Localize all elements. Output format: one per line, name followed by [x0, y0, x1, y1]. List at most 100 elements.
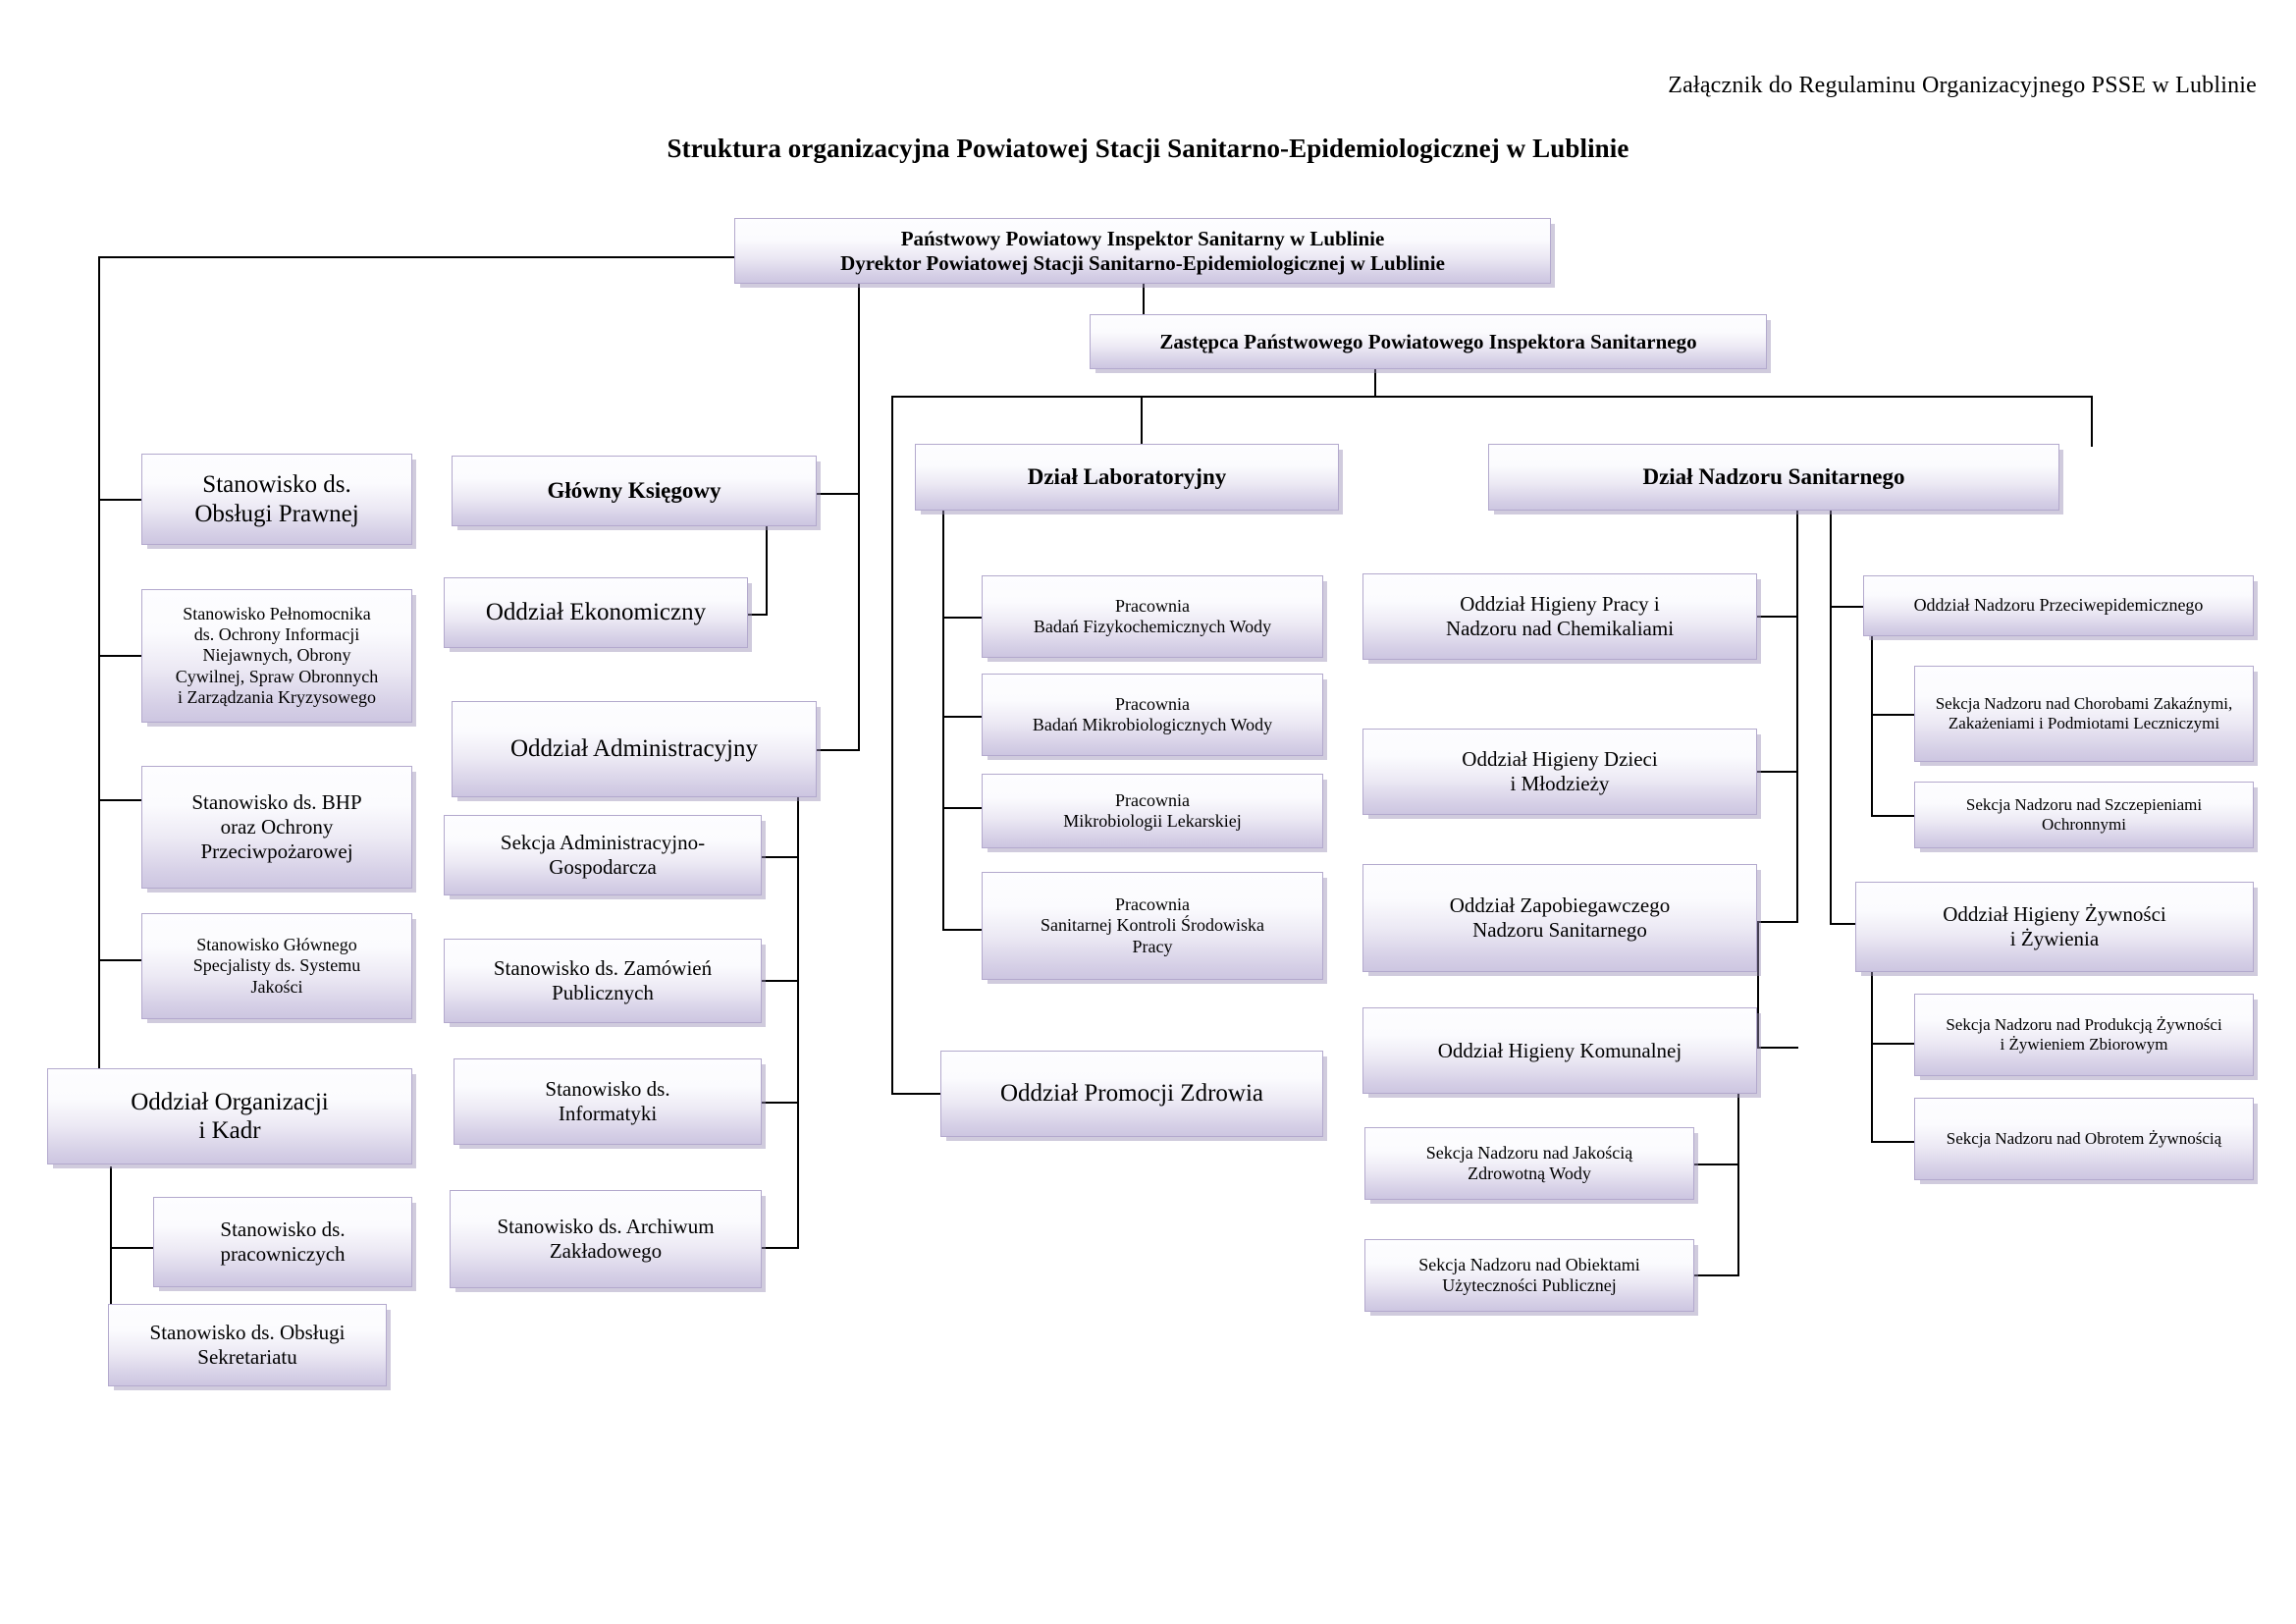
- connector-communal-to-publicfacilities: [1694, 1274, 1739, 1276]
- node-water-quality-section[interactable]: Sekcja Nadzoru nad Jakością Zdrowotną Wo…: [1364, 1127, 1694, 1200]
- connector-sanitary-to-foodhygiene: [1830, 923, 1863, 925]
- node-work-hygiene-label: Oddział Higieny Pracy i Nadzoru nad Chem…: [1445, 592, 1675, 640]
- connector-food-children-v: [1871, 972, 1873, 1141]
- node-work-hygiene[interactable]: Oddział Higieny Pracy i Nadzoru nad Chem…: [1362, 573, 1757, 660]
- node-lab-micro-water-label: Pracownia Badań Mikrobiologicznych Wody: [1032, 693, 1273, 734]
- node-public-facilities-section-label: Sekcja Nadzoru nad Obiektami Użytecznośc…: [1418, 1254, 1640, 1295]
- node-preventive-supervision[interactable]: Oddział Zapobiegawczego Nadzoru Sanitarn…: [1362, 864, 1757, 972]
- node-legal[interactable]: Stanowisko ds. Obsługi Prawnej: [141, 454, 412, 545]
- connector-lab-to-physchem: [942, 617, 982, 619]
- node-bhp-label: Stanowisko ds. BHP oraz Ochrony Przeciwp…: [191, 790, 362, 863]
- connector-admin-to-admin-section: [754, 856, 799, 858]
- node-communal-hygiene-label: Oddział Higieny Komunalnej: [1437, 1038, 1682, 1062]
- node-secretariat-label: Stanowisko ds. Obsługi Sekretariatu: [149, 1321, 346, 1369]
- connector-admin-to-it: [754, 1102, 799, 1104]
- connector-sanitary-to-childhygiene: [1757, 771, 1798, 773]
- connector-deputy-down-v: [1374, 368, 1376, 396]
- connector-sanitary-to-preventive: [1757, 921, 1798, 923]
- connector-sanitary-to-communal-v: [1757, 921, 1759, 1047]
- node-it[interactable]: Stanowisko ds. Informatyki: [454, 1058, 762, 1145]
- node-quality-label: Stanowisko Głównego Specjalisty ds. Syst…: [192, 935, 361, 997]
- node-admin-dept[interactable]: Oddział Administracyjny: [452, 701, 817, 797]
- node-communal-hygiene[interactable]: Oddział Higieny Komunalnej: [1362, 1007, 1757, 1094]
- node-it-label: Stanowisko ds. Informatyki: [545, 1077, 670, 1125]
- node-lab-dept[interactable]: Dział Laboratoryjny: [915, 444, 1339, 511]
- connector-food-to-production: [1871, 1043, 1914, 1045]
- connector-epidemic-to-vaccination: [1871, 815, 1914, 817]
- node-food-trade-section-label: Sekcja Nadzoru nad Obrotem Żywnością: [1946, 1128, 2222, 1148]
- connector-deputy-bus-h: [891, 396, 2093, 398]
- connector-director-to-plenipotentiary: [98, 655, 141, 657]
- node-sanitary-supervision-dept[interactable]: Dział Nadzoru Sanitarnego: [1488, 444, 2059, 511]
- node-org-personnel-label: Oddział Organizacji i Kadr: [131, 1088, 329, 1145]
- connector-director-left-spine-v: [98, 256, 100, 1091]
- node-child-hygiene-label: Oddział Higieny Dzieci i Młodzieży: [1462, 747, 1658, 795]
- node-vaccination-section[interactable]: Sekcja Nadzoru nad Szczepieniami Ochronn…: [1914, 782, 2254, 848]
- node-water-quality-section-label: Sekcja Nadzoru nad Jakością Zdrowotną Wo…: [1425, 1142, 1633, 1183]
- node-health-promotion[interactable]: Oddział Promocji Zdrowia: [940, 1051, 1323, 1137]
- connector-director-to-bhp: [98, 799, 141, 801]
- node-child-hygiene[interactable]: Oddział Higieny Dzieci i Młodzieży: [1362, 729, 1757, 815]
- connector-communal-to-waterquality: [1694, 1164, 1739, 1165]
- connector-director-to-chief-accountant: [805, 493, 860, 495]
- node-lab-physchem-water-label: Pracownia Badań Fizykochemicznych Wody: [1033, 595, 1272, 636]
- node-public-facilities-section[interactable]: Sekcja Nadzoru nad Obiektami Użytecznośc…: [1364, 1239, 1694, 1312]
- page-title: Struktura organizacyjna Powiatowej Stacj…: [0, 134, 2296, 164]
- node-deputy-label: Zastępca Państwowego Powiatowego Inspekt…: [1159, 329, 1697, 353]
- node-economic-dept[interactable]: Oddział Ekonomiczny: [444, 577, 748, 648]
- connector-sanitary-right-spine-v: [1830, 511, 1832, 923]
- node-lab-physchem-water[interactable]: Pracownia Badań Fizykochemicznych Wody: [982, 575, 1323, 658]
- node-public-procurement[interactable]: Stanowisko ds. Zamówień Publicznych: [444, 939, 762, 1023]
- connector-sanitary-to-communal: [1757, 1047, 1798, 1049]
- node-org-personnel[interactable]: Oddział Organizacji i Kadr: [47, 1068, 412, 1164]
- connector-epidemic-to-infectious: [1871, 714, 1914, 716]
- connector-communal-children-v: [1737, 1078, 1739, 1274]
- node-lab-env-control[interactable]: Pracownia Sanitarnej Kontroli Środowiska…: [982, 872, 1323, 980]
- connector-director-left-top-h: [98, 256, 734, 258]
- node-legal-label: Stanowisko ds. Obsługi Prawnej: [194, 471, 359, 527]
- node-admin-dept-label: Oddział Administracyjny: [509, 735, 759, 763]
- node-director[interactable]: Państwowy Powiatowy Inspektor Sanitarny …: [734, 218, 1551, 284]
- node-sanitary-supervision-dept-label: Dział Nadzoru Sanitarnego: [1642, 464, 1905, 490]
- node-epidemic-supervision[interactable]: Oddział Nadzoru Przeciwepidemicznego: [1863, 575, 2254, 636]
- connector-epidemic-children-v: [1871, 636, 1873, 815]
- node-employee-affairs[interactable]: Stanowisko ds. pracowniczych: [153, 1197, 412, 1287]
- connector-director-to-deputy-v: [1143, 284, 1145, 319]
- node-food-production-section[interactable]: Sekcja Nadzoru nad Produkcją Żywności i …: [1914, 994, 2254, 1076]
- node-director-label: Państwowy Powiatowy Inspektor Sanitarny …: [840, 226, 1445, 275]
- node-infectious-diseases-section[interactable]: Sekcja Nadzoru nad Chorobami Zakaźnymi, …: [1914, 666, 2254, 762]
- connector-bus-to-sanitary-v: [2091, 396, 2093, 447]
- node-archive-label: Stanowisko ds. Archiwum Zakładowego: [497, 1215, 715, 1263]
- node-food-trade-section[interactable]: Sekcja Nadzoru nad Obrotem Żywnością: [1914, 1098, 2254, 1180]
- node-archive[interactable]: Stanowisko ds. Archiwum Zakładowego: [450, 1190, 762, 1288]
- node-preventive-supervision-label: Oddział Zapobiegawczego Nadzoru Sanitarn…: [1449, 893, 1671, 942]
- node-chief-accountant-label: Główny Księgowy: [547, 478, 721, 504]
- node-food-hygiene[interactable]: Oddział Higieny Żywności i Żywienia: [1855, 882, 2254, 972]
- connector-admin-to-procurement: [754, 980, 799, 982]
- node-secretariat[interactable]: Stanowisko ds. Obsługi Sekretariatu: [108, 1304, 387, 1386]
- node-chief-accountant[interactable]: Główny Księgowy: [452, 456, 817, 526]
- node-bhp[interactable]: Stanowisko ds. BHP oraz Ochrony Przeciwp…: [141, 766, 412, 889]
- connector-orgpersonnel-children-v: [110, 1166, 112, 1341]
- node-food-hygiene-label: Oddział Higieny Żywności i Żywienia: [1943, 902, 2166, 950]
- connector-bus-to-lab-v: [1141, 396, 1143, 447]
- node-lab-micro-water[interactable]: Pracownia Badań Mikrobiologicznych Wody: [982, 674, 1323, 756]
- node-quality[interactable]: Stanowisko Głównego Specjalisty ds. Syst…: [141, 913, 412, 1019]
- node-food-production-section-label: Sekcja Nadzoru nad Produkcją Żywności i …: [1946, 1014, 2222, 1054]
- connector-director-center-spine-v: [858, 256, 860, 749]
- node-admin-section[interactable]: Sekcja Administracyjno- Gospodarcza: [444, 815, 762, 895]
- node-plenipotentiary[interactable]: Stanowisko Pełnomocnika ds. Ochrony Info…: [141, 589, 412, 723]
- connector-bus-to-promotion-h: [891, 1093, 940, 1095]
- connector-admin-to-archive: [754, 1247, 799, 1249]
- connector-lab-children-v: [942, 511, 944, 929]
- node-deputy[interactable]: Zastępca Państwowego Powiatowego Inspekt…: [1090, 314, 1767, 369]
- node-plenipotentiary-label: Stanowisko Pełnomocnika ds. Ochrony Info…: [175, 603, 379, 707]
- connector-lab-to-microwater: [942, 716, 982, 718]
- node-lab-medical-micro[interactable]: Pracownia Mikrobiologii Lekarskiej: [982, 774, 1323, 848]
- connector-sanitary-left-spine-v: [1796, 511, 1798, 923]
- node-employee-affairs-label: Stanowisko ds. pracowniczych: [220, 1218, 346, 1266]
- connector-sanitary-to-workhygiene: [1757, 616, 1798, 618]
- node-lab-env-control-label: Pracownia Sanitarnej Kontroli Środowiska…: [1041, 894, 1264, 956]
- connector-admin-children-spine-v: [797, 781, 799, 1247]
